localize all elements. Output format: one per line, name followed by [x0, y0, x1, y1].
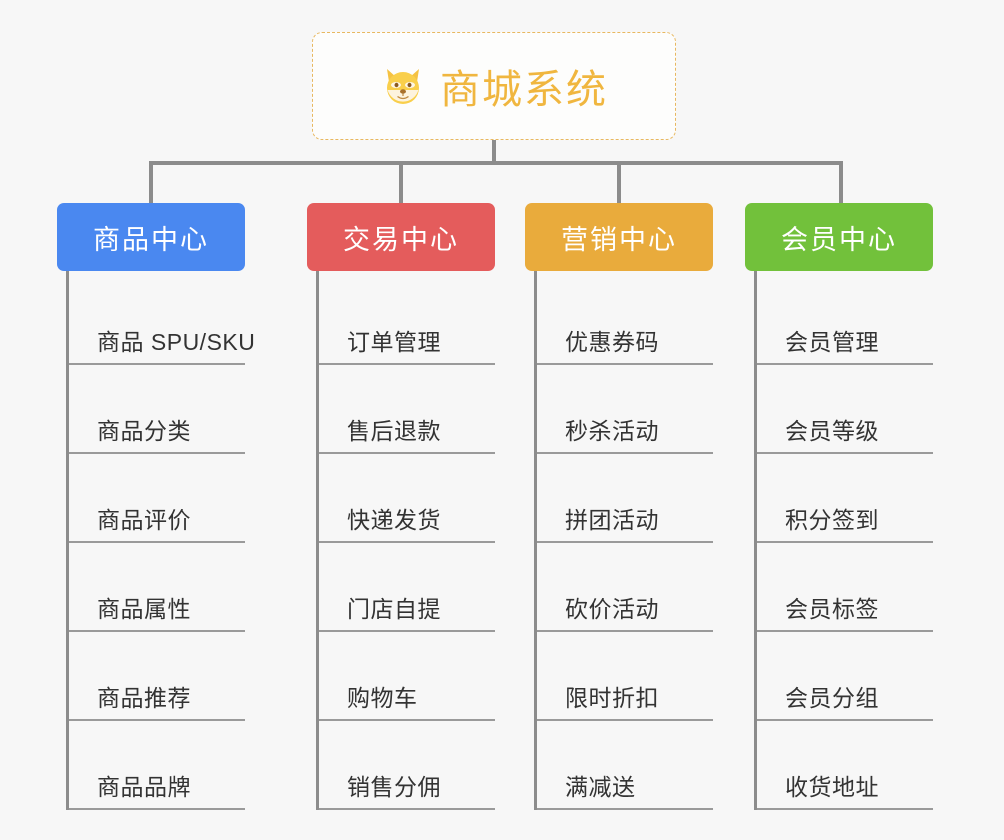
connector-root-stem	[492, 140, 496, 165]
shiba-dog-emoji	[380, 63, 426, 109]
list-item-label: 售后退款	[319, 412, 495, 454]
branch-header-label: 营销中心	[561, 224, 677, 255]
list-item[interactable]: 商品推荐	[69, 632, 245, 721]
branch-items-0: 商品 SPU/SKU 商品分类 商品评价 商品属性 商品推荐 商品品牌	[66, 271, 255, 810]
list-item-label: 商品 SPU/SKU	[69, 323, 255, 365]
list-item-label: 商品分类	[69, 412, 245, 454]
list-item[interactable]: 商品分类	[69, 365, 245, 454]
root-title: 商城系统	[440, 68, 608, 112]
list-item[interactable]: 满减送	[537, 721, 713, 810]
list-item[interactable]: 快递发货	[319, 454, 495, 543]
list-item[interactable]: 购物车	[319, 632, 495, 721]
list-item-label: 商品推荐	[69, 679, 245, 721]
branch-header-label: 商品中心	[93, 224, 209, 255]
list-item-label: 积分签到	[757, 501, 933, 543]
list-item-label: 门店自提	[319, 590, 495, 632]
list-item[interactable]: 秒杀活动	[537, 365, 713, 454]
list-item[interactable]: 会员分组	[757, 632, 933, 721]
list-item[interactable]: 限时折扣	[537, 632, 713, 721]
list-item[interactable]: 销售分佣	[319, 721, 495, 810]
list-item-label: 会员管理	[757, 323, 933, 365]
list-item[interactable]: 优惠券码	[537, 276, 713, 365]
list-item[interactable]: 商品 SPU/SKU	[69, 276, 255, 365]
list-item[interactable]: 订单管理	[319, 276, 495, 365]
list-item[interactable]: 商品品牌	[69, 721, 245, 810]
branch-header-label: 会员中心	[781, 224, 897, 255]
list-item-label: 销售分佣	[319, 768, 495, 810]
list-item[interactable]: 门店自提	[319, 543, 495, 632]
list-item[interactable]: 会员管理	[757, 276, 933, 365]
list-item[interactable]: 砍价活动	[537, 543, 713, 632]
list-item-label: 商品评价	[69, 501, 245, 543]
connector-bus	[149, 161, 843, 165]
list-item-label: 收货地址	[757, 768, 933, 810]
connector-drop-3	[839, 161, 843, 205]
list-item-label: 砍价活动	[537, 590, 713, 632]
list-item[interactable]: 商品属性	[69, 543, 245, 632]
list-item-label: 会员标签	[757, 590, 933, 632]
branch-header-3[interactable]: 会员中心	[745, 203, 933, 271]
list-item[interactable]: 会员等级	[757, 365, 933, 454]
list-item[interactable]: 售后退款	[319, 365, 495, 454]
branch-header-2[interactable]: 营销中心	[525, 203, 713, 271]
list-item[interactable]: 拼团活动	[537, 454, 713, 543]
list-item-label: 会员分组	[757, 679, 933, 721]
root-node[interactable]: 商城系统	[312, 32, 676, 140]
branch-items-3: 会员管理 会员等级 积分签到 会员标签 会员分组 收货地址	[754, 271, 933, 810]
branch-header-label: 交易中心	[343, 224, 459, 255]
branch-column-1: 交易中心 订单管理 售后退款 快递发货 门店自提 购物车 销售分佣	[307, 203, 495, 810]
list-item-label: 商品品牌	[69, 768, 245, 810]
list-item-label: 拼团活动	[537, 501, 713, 543]
branch-column-2: 营销中心 优惠券码 秒杀活动 拼团活动 砍价活动 限时折扣 满减送	[525, 203, 713, 810]
branch-column-0: 商品中心 商品 SPU/SKU 商品分类 商品评价 商品属性 商品推荐 商品品牌	[57, 203, 255, 810]
list-item-label: 限时折扣	[537, 679, 713, 721]
list-item-label: 秒杀活动	[537, 412, 713, 454]
connector-drop-2	[617, 161, 621, 205]
list-item-label: 满减送	[537, 768, 713, 810]
list-item-label: 会员等级	[757, 412, 933, 454]
list-item[interactable]: 收货地址	[757, 721, 933, 810]
connector-drop-0	[149, 161, 153, 205]
branch-items-2: 优惠券码 秒杀活动 拼团活动 砍价活动 限时折扣 满减送	[534, 271, 713, 810]
connector-drop-1	[399, 161, 403, 205]
branch-header-1[interactable]: 交易中心	[307, 203, 495, 271]
branch-items-1: 订单管理 售后退款 快递发货 门店自提 购物车 销售分佣	[316, 271, 495, 810]
list-item-label: 订单管理	[319, 323, 495, 365]
list-item[interactable]: 商品评价	[69, 454, 245, 543]
list-item-label: 购物车	[319, 679, 495, 721]
list-item-label: 快递发货	[319, 501, 495, 543]
list-item-label: 商品属性	[69, 590, 245, 632]
branch-header-0[interactable]: 商品中心	[57, 203, 245, 271]
branch-column-3: 会员中心 会员管理 会员等级 积分签到 会员标签 会员分组 收货地址	[745, 203, 933, 810]
list-item[interactable]: 会员标签	[757, 543, 933, 632]
list-item[interactable]: 积分签到	[757, 454, 933, 543]
list-item-label: 优惠券码	[537, 323, 713, 365]
